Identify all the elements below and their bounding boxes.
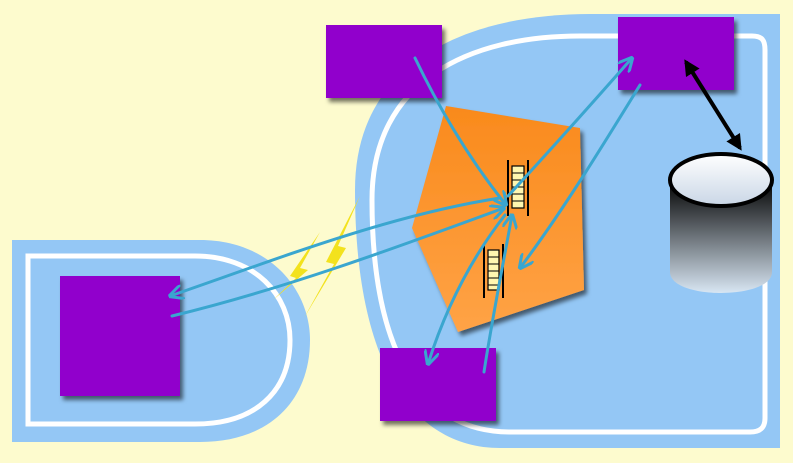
flow-arrow: [482, 215, 512, 374]
host-node-top-right: [618, 17, 734, 90]
queue-icon: [483, 244, 504, 298]
remote-network-zone-border: [25, 253, 293, 427]
database-icon: [668, 152, 774, 293]
flow-arrow: [413, 56, 506, 205]
flow-arrow: [170, 196, 502, 296]
flow-arrow: [506, 58, 632, 198]
database-link-arrow: [684, 59, 742, 151]
flow-arrow: [428, 213, 507, 364]
host-node-top-left: [326, 25, 442, 98]
wireless-link-bolt: [304, 196, 360, 318]
host-node-remote: [60, 276, 180, 396]
flow-arrow: [520, 83, 642, 268]
flow-arrow: [170, 208, 504, 318]
host-node-bottom: [380, 348, 496, 421]
